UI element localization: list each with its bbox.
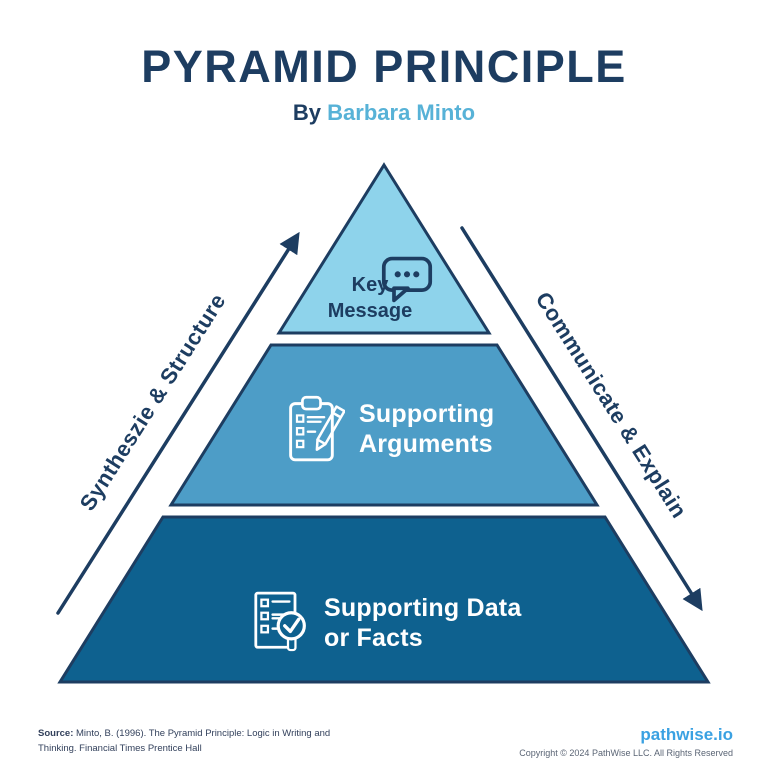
tier1-line2: Message [327, 300, 413, 322]
copyright-text: Copyright © 2024 PathWise LLC. All Right… [519, 747, 733, 758]
tier3-line1: Supporting Data [324, 593, 522, 622]
down-arrow [460, 226, 703, 612]
source-citation: Source: Minto, B. (1996). The Pyramid Pr… [38, 726, 368, 756]
tier2-line1: Supporting [359, 399, 495, 428]
pyramid-tier-key-message [276, 162, 492, 335]
subtitle: By Barbara Minto [0, 100, 768, 126]
source-text-line2: Thinking. Financial Times Prentice Hall [38, 743, 202, 755]
tier3-text: Supporting Data or Facts [324, 593, 521, 654]
tier2-line2: Arguments [359, 430, 493, 458]
tier-key-message-label: Key Message [320, 272, 420, 324]
tier-supporting-data-label: Supporting Data or Facts [253, 590, 521, 656]
pyramid-tier-supporting-data [57, 515, 711, 684]
checklist-magnifier-icon [254, 591, 306, 652]
source-text-line1: Minto, B. (1996). The Pyramid Principle:… [76, 728, 331, 739]
source-label: Source: [38, 728, 74, 739]
speech-bubble-icon [381, 256, 433, 303]
clipboard-pencil-icon [289, 395, 345, 462]
pyramid-tier-supporting-arguments [168, 343, 600, 507]
subtitle-author: Barbara Minto [327, 99, 476, 125]
tier-supporting-arguments-label: Supporting Arguments [287, 394, 494, 464]
page-title: PYRAMID PRINCIPLE [141, 41, 627, 92]
tier2-text: Supporting Arguments [359, 399, 494, 460]
up-arrow [56, 231, 300, 615]
header: PYRAMID PRINCIPLE By Barbara Minto [0, 42, 768, 126]
tier3-line2: or Facts [324, 624, 423, 652]
brand-block: pathwise.io Copyright © 2024 PathWise LL… [519, 725, 733, 758]
brand-logo-text: pathwise.io [640, 725, 733, 744]
subtitle-prefix: By [292, 99, 322, 125]
tier1-line1: Key [351, 274, 389, 296]
